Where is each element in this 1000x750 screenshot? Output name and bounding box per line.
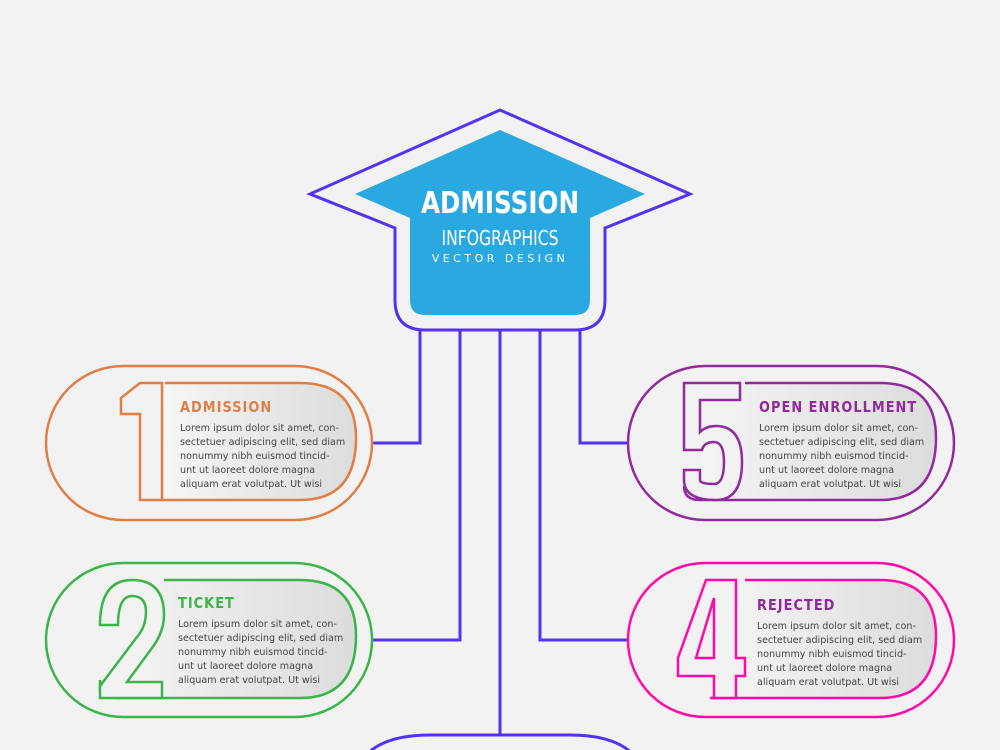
step-4-card — [626, 561, 956, 719]
step-5-text: OPEN ENROLLMENT Lorem ipsum dolor sit am… — [759, 398, 939, 492]
step-5-title: OPEN ENROLLMENT — [759, 398, 918, 416]
connector-lines — [372, 331, 628, 736]
step-4-body: Lorem ipsum dolor sit amet, con- sectetu… — [757, 621, 923, 688]
digit-2-icon — [98, 578, 166, 700]
step-5-card — [626, 364, 956, 522]
graduation-cap-icon — [306, 108, 694, 332]
digit-5-icon — [682, 381, 744, 502]
step-2-card — [44, 561, 374, 719]
step-1-text: ADMISSION Lorem ipsum dolor sit amet, co… — [180, 398, 360, 492]
step-2-title: TICKET — [178, 594, 235, 612]
infographic-subtitle: INFOGRAPHICS — [441, 226, 559, 250]
step-5-body: Lorem ipsum dolor sit amet, con- sectetu… — [759, 423, 925, 490]
step-1-title: ADMISSION — [180, 398, 273, 416]
infographic-title: ADMISSION — [420, 186, 580, 221]
step-1-card — [44, 364, 374, 522]
step-4-text: REJECTED Lorem ipsum dolor sit amet, con… — [757, 596, 937, 690]
step-2-text: TICKET Lorem ipsum dolor sit amet, con- … — [178, 594, 358, 688]
digit-4-icon — [676, 578, 747, 700]
step-3-card-partial — [369, 733, 631, 750]
step-4-title: REJECTED — [757, 596, 836, 614]
step-1-body: Lorem ipsum dolor sit amet, con- sectetu… — [180, 423, 346, 490]
digit-1-icon — [119, 381, 164, 502]
step-2-body: Lorem ipsum dolor sit amet, con- sectetu… — [178, 619, 344, 686]
infographic-tagline: VECTOR DESIGN — [431, 252, 569, 265]
